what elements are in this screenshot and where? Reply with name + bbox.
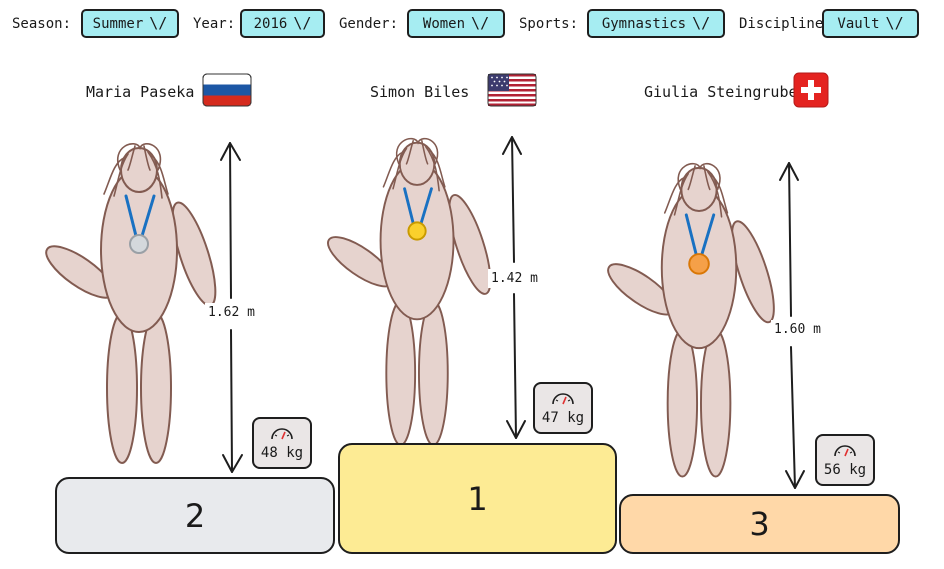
russia-flag-icon xyxy=(202,73,252,107)
weight-label-second: 48 kg xyxy=(260,445,304,461)
discipline-dropdown[interactable]: Vault \/ xyxy=(822,9,919,38)
scale-icon xyxy=(834,445,856,457)
height-arrow-third xyxy=(788,162,792,317)
filter-bar: Season: Summer \/ Year: 2016 \/ Gender: … xyxy=(0,0,944,50)
height-label-third: 1.60 m xyxy=(771,320,824,339)
athlete-figure-first xyxy=(319,137,501,447)
year-value: 2016 xyxy=(253,15,288,32)
weight-box-third: 56 kg xyxy=(815,434,875,486)
usa-flag-icon xyxy=(487,73,537,107)
scale-icon xyxy=(271,428,293,440)
year-dropdown[interactable]: 2016 \/ xyxy=(240,9,325,38)
height-arrow-first xyxy=(511,136,515,263)
discipline-value: Vault xyxy=(837,15,880,32)
chevron-down-icon: \/ xyxy=(885,14,904,32)
athlete-figure-third xyxy=(599,162,784,479)
podium-first: 1 xyxy=(338,443,617,554)
height-label-second: 1.62 m xyxy=(205,303,258,322)
podium-third: 3 xyxy=(619,494,900,554)
podium-second: 2 xyxy=(55,477,335,554)
gender-dropdown[interactable]: Women \/ xyxy=(407,9,505,38)
height-arrow-second xyxy=(229,142,232,299)
sports-label: Sports: xyxy=(519,16,579,32)
season-dropdown[interactable]: Summer \/ xyxy=(81,9,179,38)
chevron-down-icon: \/ xyxy=(293,14,312,32)
athlete-name-first: Simon Biles xyxy=(370,83,470,101)
place-number-first: 1 xyxy=(467,479,488,518)
sports-value: Gymnastics xyxy=(601,15,687,32)
gender-label: Gender: xyxy=(339,16,399,32)
year-label: Year: xyxy=(193,16,236,32)
athlete-name-third: Giulia Steingruber xyxy=(644,83,807,101)
chevron-down-icon: \/ xyxy=(471,14,490,32)
season-value: Summer xyxy=(92,15,144,32)
discipline-label: Discipline: xyxy=(739,16,832,32)
weight-box-first: 47 kg xyxy=(533,382,593,434)
sports-dropdown[interactable]: Gymnastics \/ xyxy=(587,9,725,38)
weight-box-second: 48 kg xyxy=(252,417,312,469)
place-number-third: 3 xyxy=(749,505,770,543)
weight-label-third: 56 kg xyxy=(823,462,867,478)
athlete-figure-second xyxy=(37,142,226,465)
bronze-medal-icon xyxy=(688,253,710,275)
switzerland-flag-icon xyxy=(793,72,829,108)
gold-medal-icon xyxy=(407,221,427,241)
season-label: Season: xyxy=(12,16,72,32)
scale-icon xyxy=(552,393,574,405)
chevron-down-icon: \/ xyxy=(149,14,168,32)
athlete-name-second: Maria Paseka xyxy=(86,83,195,101)
silver-medal-icon xyxy=(129,234,149,254)
chevron-down-icon: \/ xyxy=(692,14,711,32)
gender-value: Women xyxy=(422,15,466,32)
weight-label-first: 47 kg xyxy=(541,410,585,426)
height-label-first: 1.42 m xyxy=(488,269,541,288)
place-number-second: 2 xyxy=(184,496,206,535)
